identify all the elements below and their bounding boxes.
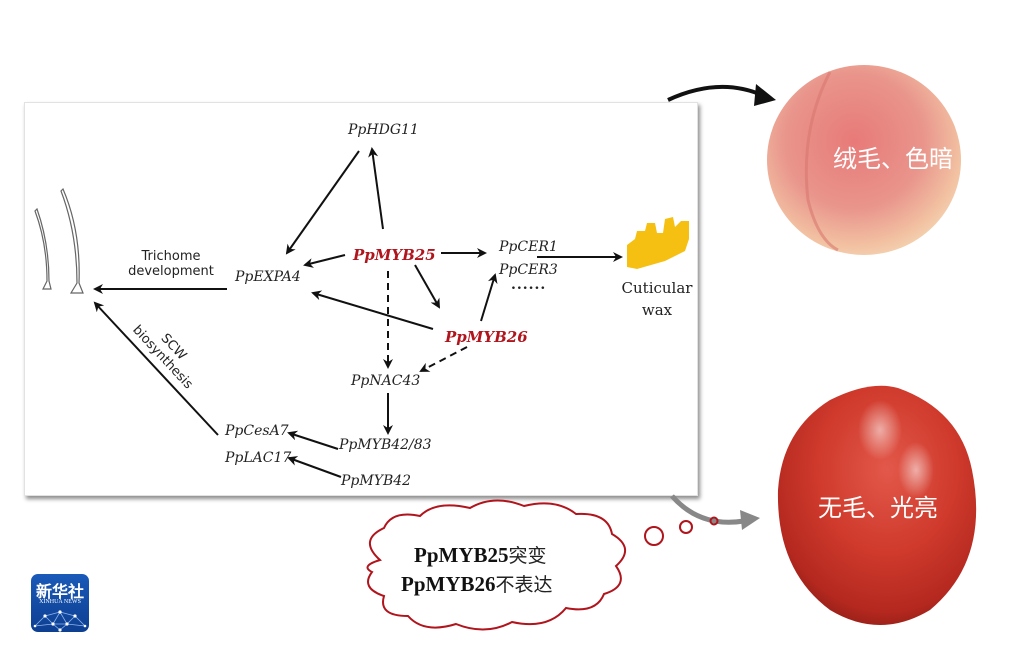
arrow-myb42-to-lac17 bbox=[287, 456, 342, 478]
logo-name-cn: 新华社 bbox=[35, 582, 84, 601]
arrow-myb25-to-expa4 bbox=[303, 254, 346, 268]
arrow-myb26-to-cer3 bbox=[480, 273, 498, 322]
peach-label: 绒毛、色暗 bbox=[833, 145, 953, 173]
node-ppmyb25: PpMYB25 bbox=[352, 246, 436, 264]
arrow-hdg11-to-expa4 bbox=[285, 150, 360, 255]
node-pphdg11: PpHDG11 bbox=[347, 122, 419, 138]
node-ppmyb42-83: PpMYB42/83 bbox=[338, 437, 432, 453]
arrow-cesa7-to-trichome bbox=[93, 301, 219, 436]
regulatory-network-diagram: PpHDG11 PpMYB25 PpMYB26 PpEXPA4 PpCER1 P… bbox=[34, 122, 694, 489]
nectarine-image: 无毛、光亮 bbox=[777, 385, 977, 625]
label-trichome-line2: development bbox=[128, 264, 214, 279]
arrows bbox=[93, 147, 623, 478]
thought-bubble: PpMYB25突变 PpMYB26不表达 bbox=[366, 499, 693, 631]
label-trichome-line1: Trichome bbox=[141, 249, 201, 264]
node-ppexpa4: PpEXPA4 bbox=[234, 269, 301, 285]
xinhua-news-logo: 新华社 XINHUA NEWS bbox=[31, 574, 89, 632]
bubble-line1: PpMYB25突变 bbox=[414, 543, 547, 567]
arrow-myb42-83-to-cesa7 bbox=[287, 430, 339, 450]
bubble-line2: PpMYB26不表达 bbox=[401, 572, 553, 596]
regulatory-network-panel: PpHDG11 PpMYB25 PpMYB26 PpEXPA4 PpCER1 P… bbox=[24, 102, 698, 496]
label-scw-line2: biosynthesis bbox=[129, 323, 195, 393]
network-icon bbox=[33, 610, 87, 632]
label-wax-line1: Cuticular bbox=[622, 279, 694, 297]
node-ppnac43: PpNAC43 bbox=[350, 373, 420, 389]
arrow-myb25-to-hdg11 bbox=[368, 147, 384, 230]
node-ppcesa7: PpCesA7 bbox=[224, 423, 289, 439]
arrow-myb26-to-expa4 bbox=[311, 290, 434, 330]
node-ppmyb42: PpMYB42 bbox=[340, 473, 411, 489]
peach-image: 绒毛、色暗 bbox=[767, 65, 961, 255]
node-pplac17: PpLAC17 bbox=[224, 450, 291, 466]
logo-name-en: XINHUA NEWS bbox=[39, 599, 81, 605]
trichome-icon bbox=[34, 187, 84, 294]
node-ppcer1: PpCER1 bbox=[498, 239, 558, 255]
node-ellipsis: ...... bbox=[511, 277, 546, 293]
arrow-myb25-to-myb26 bbox=[414, 264, 440, 309]
cuticular-wax-icon bbox=[627, 217, 689, 269]
node-ppcer3: PpCER3 bbox=[498, 262, 558, 278]
label-wax-line2: wax bbox=[642, 301, 673, 319]
node-ppmyb26: PpMYB26 bbox=[444, 328, 528, 346]
curved-arrow-to-nectarine bbox=[670, 494, 760, 530]
nectarine-label: 无毛、光亮 bbox=[818, 494, 938, 522]
arrow-dashed-myb26-to-nac43 bbox=[419, 346, 468, 372]
